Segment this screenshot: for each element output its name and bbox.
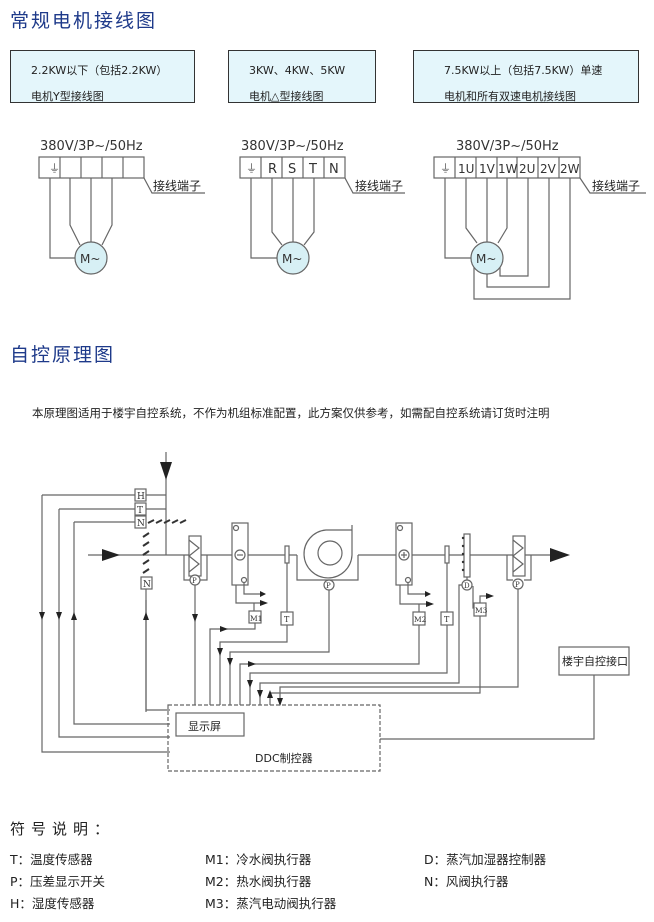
- voltage-label: 380V/3P~/50Hz: [456, 139, 559, 154]
- arrow-down-icon: [217, 648, 223, 656]
- valve-icon: [426, 601, 434, 607]
- p-label: P: [192, 577, 197, 585]
- motor-label: M~: [80, 252, 100, 266]
- legend-item-m3: M3：蒸汽电动阀执行器: [205, 896, 337, 911]
- actuator-m2-label: M2: [414, 615, 427, 624]
- terminal-1w: 1W: [498, 162, 518, 176]
- control-schematic: H T N N P: [39, 452, 630, 772]
- ground-icon: ⏚: [246, 162, 257, 175]
- p-label: P: [515, 581, 520, 589]
- motor-icon: [276, 241, 310, 275]
- return-air-damper-icon: [142, 532, 150, 574]
- p-label: P: [326, 582, 331, 590]
- ddc-controller-box: [167, 704, 381, 772]
- terminal-1u: 1U: [458, 162, 474, 176]
- sensor-t-box: [134, 502, 147, 516]
- arrow-right-icon: [248, 661, 256, 667]
- motor-icon: [74, 241, 108, 275]
- arrow-up-icon: [143, 612, 149, 620]
- box-line1: 7.5KW以上（包括7.5KW）单速: [444, 64, 603, 77]
- valve-icon: [260, 600, 268, 606]
- damper-n-label-bottom: N: [143, 580, 151, 590]
- actuator-m1-label: M1: [250, 614, 262, 623]
- ground-icon: ⏚: [49, 162, 60, 175]
- bms-interface-label: 楼宇自控接口: [562, 654, 628, 668]
- wiring-box-y: 2.2KW以下（包括2.2KW） 电机Y型接线图: [10, 50, 195, 103]
- terminal-1v: 1V: [479, 162, 496, 176]
- sensor-h-label: H: [137, 492, 145, 502]
- legend-item-d: D：蒸汽加湿器控制器: [424, 852, 547, 867]
- box-line2: 电机△型接线图: [249, 90, 324, 103]
- arrow-down-icon: [227, 658, 233, 666]
- legend-item-p: P：压差显示开关: [10, 874, 106, 889]
- valve-icon: [486, 593, 494, 599]
- sensor-t-label: T: [284, 615, 290, 624]
- section-title-wiring: 常规电机接线图: [10, 10, 158, 32]
- terminal-r: R: [268, 162, 277, 177]
- legend-item-n: N：风阀执行器: [424, 874, 509, 889]
- ground-icon: ⏚: [440, 162, 451, 175]
- motor-label: M~: [282, 252, 302, 266]
- arrow-down-icon: [247, 680, 253, 688]
- terminal-n: N: [329, 162, 339, 177]
- humidifier-icon: [463, 533, 471, 578]
- arrow-down-icon: [39, 612, 45, 620]
- wiring-diagram-delta: 380V/3P~/50Hz ⏚ R S T N 接线端子 M~: [239, 139, 405, 275]
- legend-title: 符号说明：: [10, 820, 116, 838]
- legend-item-m2: M2：热水阀执行器: [205, 874, 312, 889]
- arrow-down-icon: [277, 698, 283, 706]
- arrow-right-icon: [220, 626, 228, 632]
- terminal-s: S: [288, 162, 296, 177]
- box-line1: 2.2KW以下（包括2.2KW）: [31, 64, 168, 77]
- motor-icon: [470, 241, 504, 275]
- d-label: D: [464, 582, 470, 590]
- supply-air-arrow-icon: [550, 548, 570, 562]
- arrow-up-icon: [267, 690, 273, 698]
- terminal-2v: 2V: [540, 162, 557, 176]
- arrow-down-icon: [56, 612, 62, 620]
- return-air-arrow-icon: [102, 549, 120, 561]
- sensor-t-label: T: [137, 506, 143, 516]
- voltage-label: 380V/3P~/50Hz: [241, 139, 344, 154]
- control-note: 本原理图适用于楼宇自控系统，不作为机组标准配置，此方案仅供参考，如需配自控系统请…: [32, 406, 550, 420]
- wiring-diagram-y: 380V/3P~/50Hz ⏚ 接线端子 M~: [38, 139, 205, 275]
- wiring-diagram-dual-speed: 380V/3P~/50Hz ⏚ 1U 1V 1W 2U 2V 2W 接线端子 M…: [433, 139, 646, 300]
- box-line2: 电机和所有双速电机接线图: [444, 90, 576, 103]
- sensor-t-label: T: [444, 615, 450, 624]
- terminal-2w: 2W: [560, 162, 580, 176]
- arrow-up-icon: [71, 612, 77, 620]
- box-line1: 3KW、4KW、5KW: [249, 64, 346, 77]
- motor-label: M~: [476, 252, 496, 266]
- ddc-label: DDC制控器: [255, 751, 313, 765]
- sensor-h-box: [134, 488, 147, 502]
- terminal-label: 接线端子: [355, 178, 403, 193]
- terminal-t: T: [308, 162, 317, 177]
- fresh-air-arrow-icon: [160, 462, 172, 480]
- arrow-down-icon: [192, 614, 198, 622]
- legend-item-m1: M1：冷水阀执行器: [205, 852, 312, 867]
- wiring-box-dual: 7.5KW以上（包括7.5KW）单速 电机和所有双速电机接线图: [413, 50, 639, 103]
- wiring-box-delta: 3KW、4KW、5KW 电机△型接线图: [228, 50, 376, 103]
- actuator-m3-label: M3: [475, 606, 488, 615]
- legend-item-t: T：温度传感器: [10, 852, 93, 867]
- damper-n-label-top: N: [137, 519, 145, 529]
- fresh-air-damper-icon: [147, 519, 187, 524]
- terminal-label: 接线端子: [592, 178, 640, 193]
- arrow-down-icon: [257, 690, 263, 698]
- terminal-2u: 2U: [519, 162, 535, 176]
- section-title-control: 自控原理图: [10, 344, 116, 366]
- display-screen-label: 显示屏: [188, 720, 221, 733]
- legend-item-h: H：湿度传感器: [10, 896, 95, 911]
- display-screen-box: [175, 712, 245, 737]
- terminal-label: 接线端子: [153, 178, 201, 193]
- damper-n-box-top: [134, 515, 147, 529]
- voltage-label: 380V/3P~/50Hz: [40, 139, 143, 154]
- box-line2: 电机Y型接线图: [31, 90, 104, 103]
